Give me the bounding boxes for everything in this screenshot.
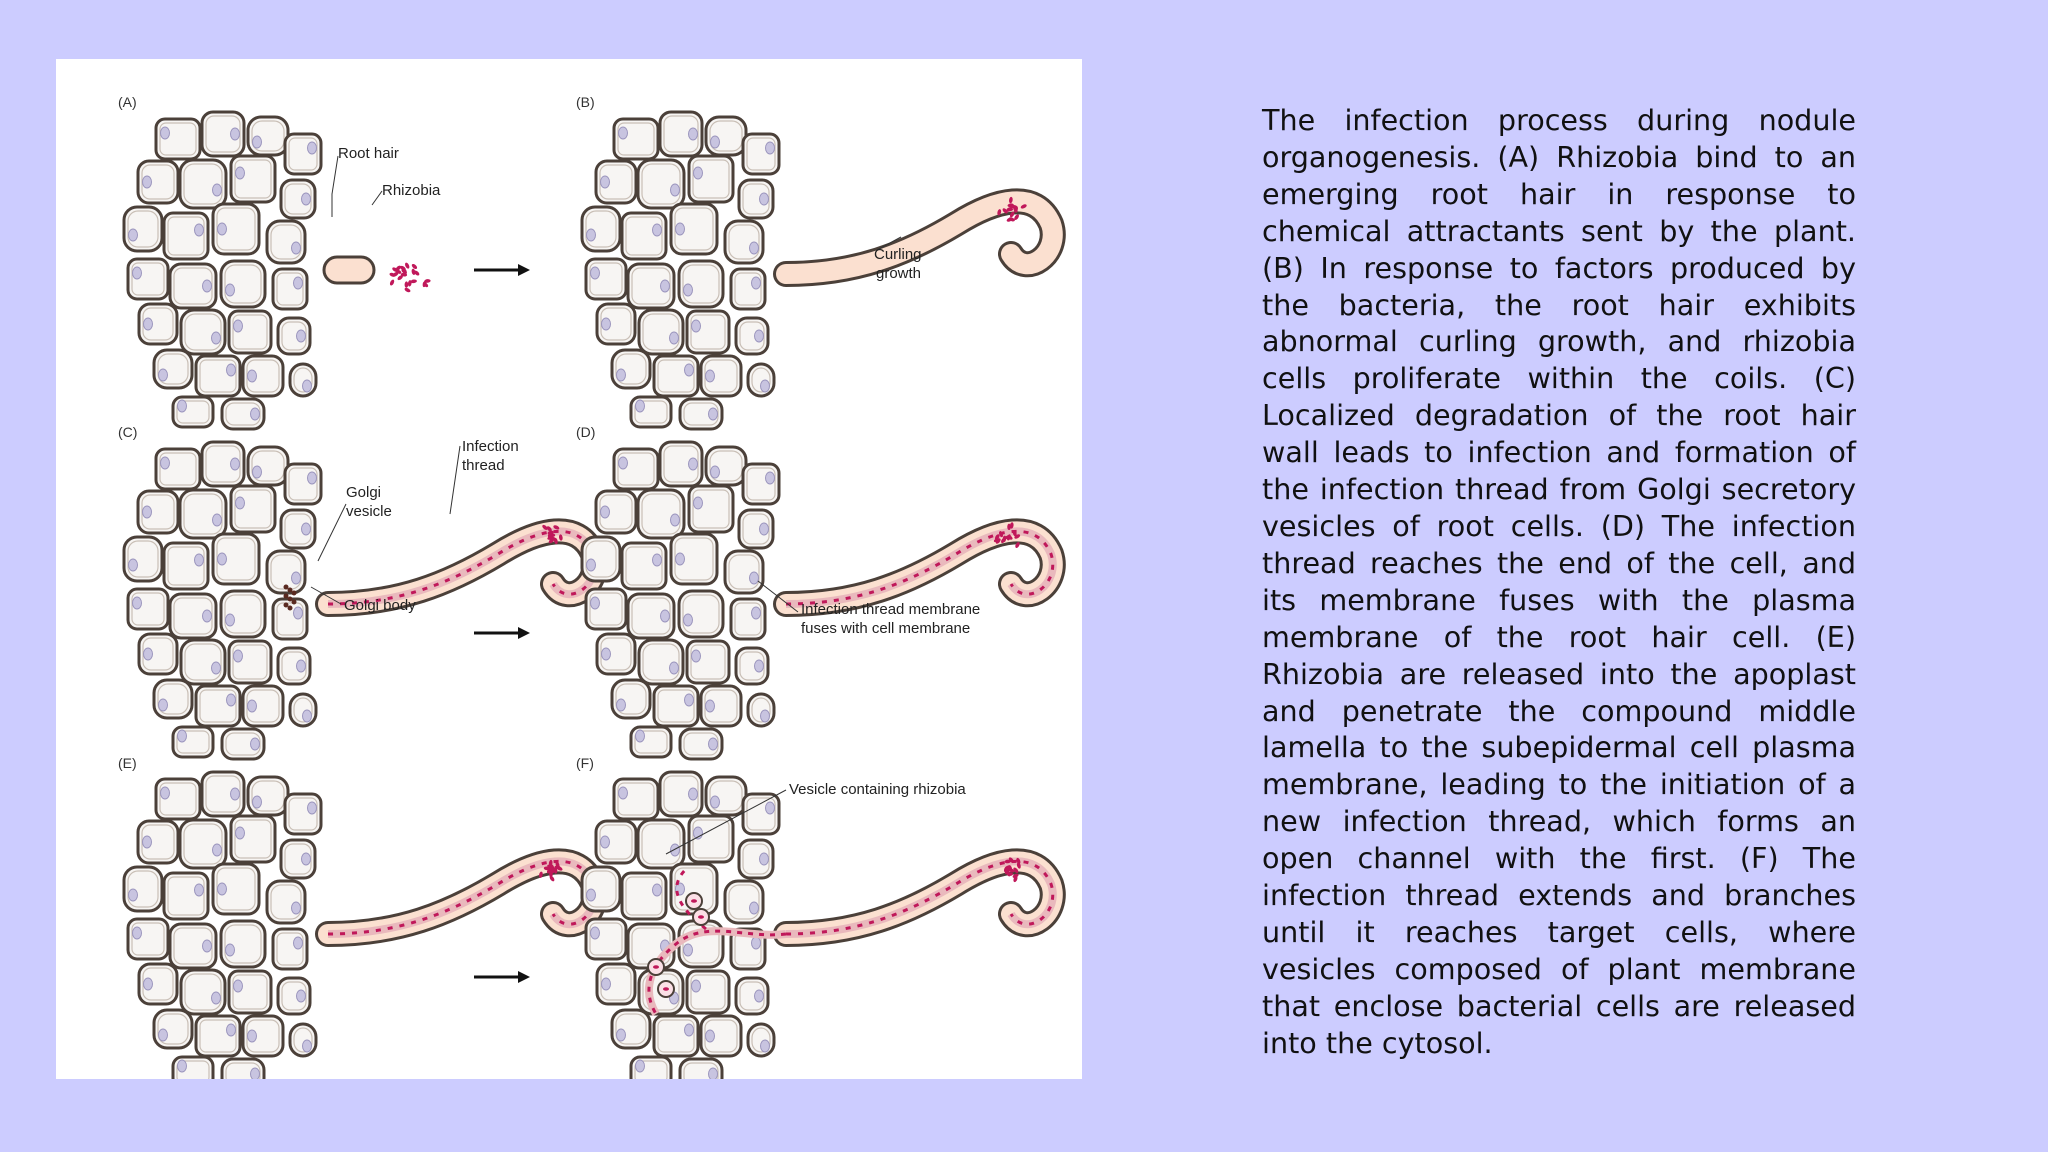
golgi-vesicle-label-line1: Golgi [346,484,381,501]
root-hair-a [322,255,376,285]
rhizobia-label: Rhizobia [382,182,441,199]
cell-cluster-f [580,770,781,1079]
right-arrow-icon [474,627,530,639]
vesicles [647,892,710,998]
right-arrow-icon [474,971,530,983]
curled-root-hair-b [773,188,1066,287]
infection-thread-c [315,518,608,617]
golgi-body [283,584,297,611]
membrane-fuse-label-line1: Infection thread membrane [801,601,980,618]
rhizobia-cluster-a [389,262,431,293]
panel-label-f: (F) [576,755,594,771]
cell-cluster-c [122,440,323,761]
cell-cluster-e [122,770,323,1079]
infection-thread-e [315,848,608,947]
infection-thread-d [773,518,1066,617]
infection-thread-f [773,848,1066,947]
cell-cluster-b [580,110,781,431]
cell-cluster-d [580,440,781,761]
infection-thread-label-line2: thread [462,457,505,474]
curling-label-line1: Curling [874,246,922,263]
figure-caption: The infection process during nodule orga… [1262,103,1856,1060]
rhizobia-cluster-c [542,524,563,545]
curling-label-line2: growth [876,265,921,282]
root-hair-label: Root hair [338,145,399,162]
cell-cluster-a [122,110,323,431]
nodule-infection-diagram: (A) (B) (C) (D) (E) (F) [118,94,1066,1079]
branched-infection-thread [644,867,787,1017]
golgi-body-label: Golgi body [344,597,416,614]
rhizobia-cluster-d [993,522,1021,548]
rhizobia-cluster-b [997,196,1027,222]
membrane-fuse-label-line2: fuses with cell membrane [801,620,970,637]
panel-label-b: (B) [576,94,595,110]
rhizobia-cluster-e [539,859,563,882]
panel-label-c: (C) [118,424,137,440]
vesicle-rhizobia-label: Vesicle containing rhizobia [789,781,966,798]
infection-thread-label-line1: Infection [462,438,519,455]
panel-label-a: (A) [118,94,137,110]
panel-label-e: (E) [118,755,137,771]
rhizobia-cluster-f [1003,857,1021,883]
figure-panel: (A) (B) (C) (D) (E) (F) [56,59,1082,1079]
golgi-vesicle-label-line2: vesicle [346,503,392,520]
panel-label-d: (D) [576,424,595,440]
right-arrow-icon [474,264,530,276]
